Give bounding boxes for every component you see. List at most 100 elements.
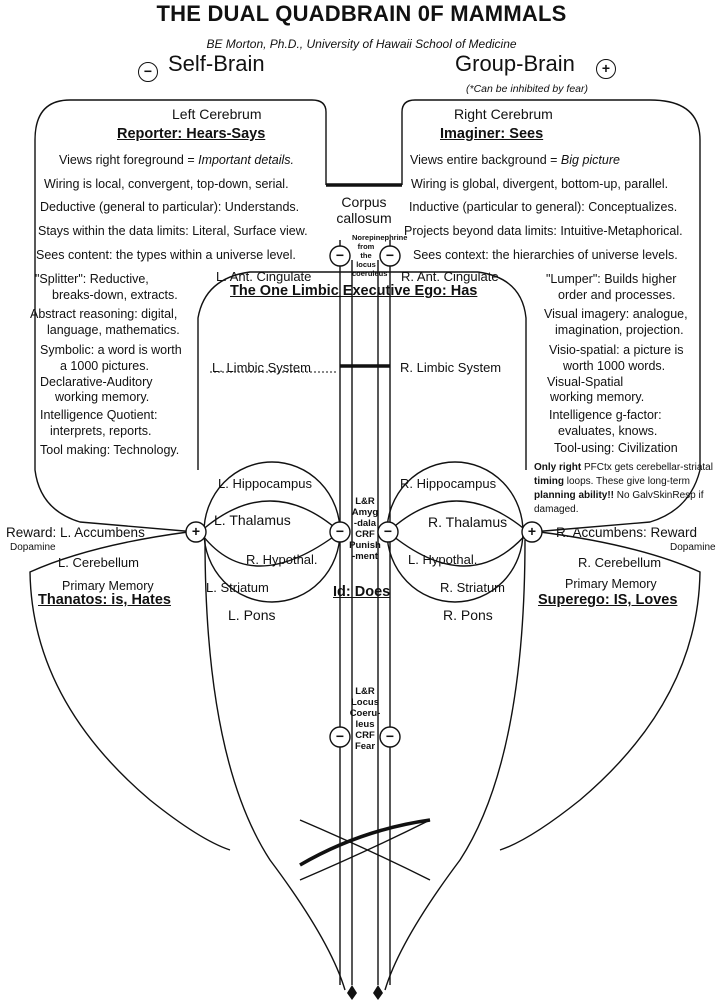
right-list-11: Tool-using: Civilization [554,441,678,455]
superego: Superego: IS, Loves [538,592,678,608]
left-lower-lobe [29,531,231,851]
r-thalamus: R. Thalamus [428,514,508,530]
right-amygdala-node [377,521,399,543]
dopamine-right: Dopamine [670,542,716,553]
left-thalamus-curve [199,500,341,533]
left-line-1: Views right foreground = Important detai… [59,153,294,167]
left-list-5: Symbolic: a word is worth [40,343,182,357]
right-line-5: Sees context: the hierarchies of univers… [413,248,678,262]
callosum-label: callosum [336,210,392,226]
left-list-11: Tool making: Technology. [40,443,180,457]
right-list-2: order and processes. [558,288,676,302]
l-cerebellum: L. Cerebellum [58,555,139,570]
l-ant-cingulate: L. Ant. Cingulate [216,269,312,284]
limbic-pathway-bold [299,818,431,867]
right-list-8: working memory. [550,390,645,404]
right-amygdala-sign: − [383,523,393,539]
right-list-5: Visio-spatial: a picture is [549,343,684,357]
l-hippocampus: L. Hippocampus [218,476,312,491]
right-cerebrum-title: Right Cerebrum [454,106,553,122]
callosum-left-sign: − [335,247,345,263]
r-cerebellum: R. Cerebellum [578,555,662,570]
right-cerebrum-heading: Imaginer: Sees [440,126,544,142]
l-pons: L. Pons [228,607,276,623]
r-hippocampus: R. Hippocampus [400,476,497,491]
page-title: THE DUAL QUADBRAIN 0F MAMMALS [156,1,567,26]
right-accumbens-node [521,521,543,543]
bottom-arrow-left [347,985,357,1000]
left-list-10: interprets, reports. [50,424,152,438]
left-locus-sign: − [335,728,345,744]
left-list-8: working memory. [55,390,150,404]
left-list-1: "Splitter": Reductive, [35,272,149,286]
corpus-label: Corpus [341,194,387,210]
l-thalamus: L. Thalamus [214,512,291,528]
left-list-4: language, mathematics. [47,323,180,337]
norepinephrine-note: Norepinephrine from the locus coeruleus [352,233,408,278]
right-hypothal-curve [387,531,529,567]
left-cerebrum-inner [311,99,327,185]
right-line-3: Inductive (particular to general): Conce… [409,200,678,214]
left-list-2: breaks-down, extracts. [52,288,178,302]
executive-ego: The One Limbic Executive Ego: Has [230,283,478,299]
l-limbic-system: L. Limbic System [212,360,311,375]
right-list-1: "Lumper": Builds higher [546,272,677,286]
right-list-6: worth 1000 words. [563,359,666,373]
left-cerebrum-title: Left Cerebrum [172,106,262,122]
left-amygdala-node [329,521,351,543]
plus-sign-icon: + [596,59,616,79]
right-stem-outline [384,539,526,991]
r-striatum: R. Striatum [440,580,506,595]
right-list-4: imagination, projection. [555,323,684,337]
right-cerebrum-inner [401,99,416,185]
right-lower-lobe [499,531,701,851]
right-locus-node [379,726,401,748]
locus-label: L&R Locus Coeru- leus CRF Fear [349,686,381,752]
right-line-2: Wiring is global, divergent, bottom-up, … [411,177,669,191]
left-list-9: Intelligence Quotient: [40,408,158,422]
left-hypothal-curve [199,531,341,567]
minus-sign-icon: − [138,62,158,82]
right-list-3: Visual imagery: analogue, [544,307,688,321]
l-striatum: L. Striatum [206,580,269,595]
right-list-7: Visual-Spatial [547,375,624,389]
primary-memory-right: Primary Memory [565,577,657,591]
self-brain-label: Self-Brain [168,51,265,76]
amygdala-label: L&R Amyg -dala CRF Punish -ment [349,496,381,562]
left-list-7: Declarative-Auditory [40,375,153,389]
right-thalamus-curve [387,500,529,533]
callosum-right-node [379,245,401,267]
right-list-9: Intelligence g-factor: [549,408,662,422]
right-list-10: evaluates, knows. [558,424,658,438]
left-cerebrum-heading: Reporter: Hears-Says [117,126,266,142]
r-ant-cingulate: R. Ant. Cingulate [401,269,499,284]
callosum-left-node [329,245,351,267]
right-locus-sign: − [385,728,395,744]
callosum-right-sign: − [385,247,395,263]
id-does: Id: Does [333,584,391,600]
left-cerebrum-outline [34,99,312,533]
left-line-5: Sees content: the types within a univers… [36,248,296,262]
left-locus-node [329,726,351,748]
left-line-4: Stays within the data limits: Literal, S… [38,224,308,238]
r-limbic-system: R. Limbic System [400,360,502,375]
thanatos: Thanatos: is, Hates [38,592,171,608]
reward-right: R. Accumbens: Reward [556,525,698,540]
left-accumbens-sign: + [191,523,201,539]
reward-left: Reward: L. Accumbens [6,525,145,540]
left-stem-outline [204,539,346,991]
left-list-6: a 1000 pictures. [60,359,149,373]
bottom-arrow-right [373,985,383,1000]
right-line-4: Projects beyond data limits: Intuitive-M… [404,224,683,238]
right-accumbens-sign: + [527,523,537,539]
left-accumbens-node [185,521,207,543]
right-line-1: Views entire background = Big picture [410,153,620,167]
limbic-dome [197,271,527,470]
group-brain-label: Group-Brain [455,51,575,76]
r-hypothal-left: R. Hypothal. [246,552,318,567]
left-amygdala-sign: − [335,523,345,539]
left-line-3: Deductive (general to particular): Under… [40,200,300,214]
group-brain-note: (*Can be inhibited by fear) [466,83,588,95]
subtitle: BE Morton, Ph.D., University of Hawaii S… [206,37,517,51]
